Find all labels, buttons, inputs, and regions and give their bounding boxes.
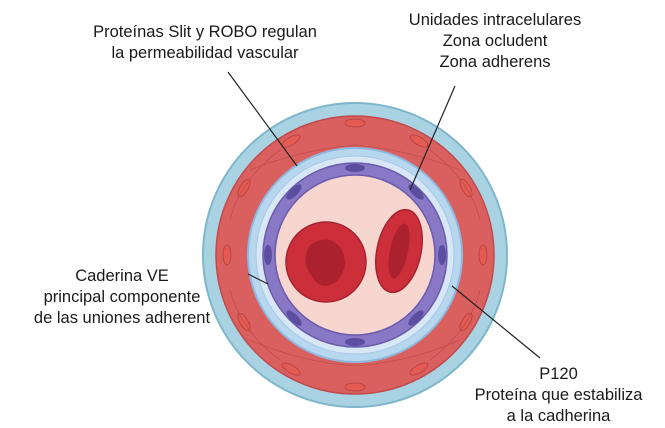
label-intracellular-units: Unidades intracelulares Zona ocludent Zo… [380,10,610,73]
endothelial-nucleus [264,245,272,265]
label-p120: P120 Proteína que estabiliza a la cadher… [452,364,665,427]
label-slit-robo: Proteínas Slit y ROBO regulan la permeab… [50,22,360,64]
smooth-muscle-cell [345,119,365,127]
label-p120-line-3: a la cadherina [452,406,665,427]
label-intracellular-line-2: Zona ocludent [380,31,610,52]
smooth-muscle-cell [223,245,231,265]
label-cadherin-line-2: principal componente [0,287,244,308]
endothelial-nucleus [438,245,446,265]
label-intracellular-line-1: Unidades intracelulares [380,10,610,31]
smooth-muscle-cell [345,383,365,391]
label-intracellular-line-3: Zona adherens [380,52,610,73]
label-p120-line-1: P120 [452,364,665,385]
label-p120-line-2: Proteína que estabiliza [452,385,665,406]
endothelial-nucleus [345,164,365,172]
label-cadherin-ve: Caderina VE principal componente de las … [0,266,244,329]
label-slit-robo-line-2: la permeabilidad vascular [50,43,360,64]
smooth-muscle-cell [479,245,487,265]
label-slit-robo-line-1: Proteínas Slit y ROBO regulan [50,22,360,43]
endothelial-nucleus [345,338,365,346]
label-cadherin-line-1: Caderina VE [0,266,244,287]
erythrocyte-left [286,222,366,302]
label-cadherin-line-3: de las uniones adherent [0,308,244,329]
